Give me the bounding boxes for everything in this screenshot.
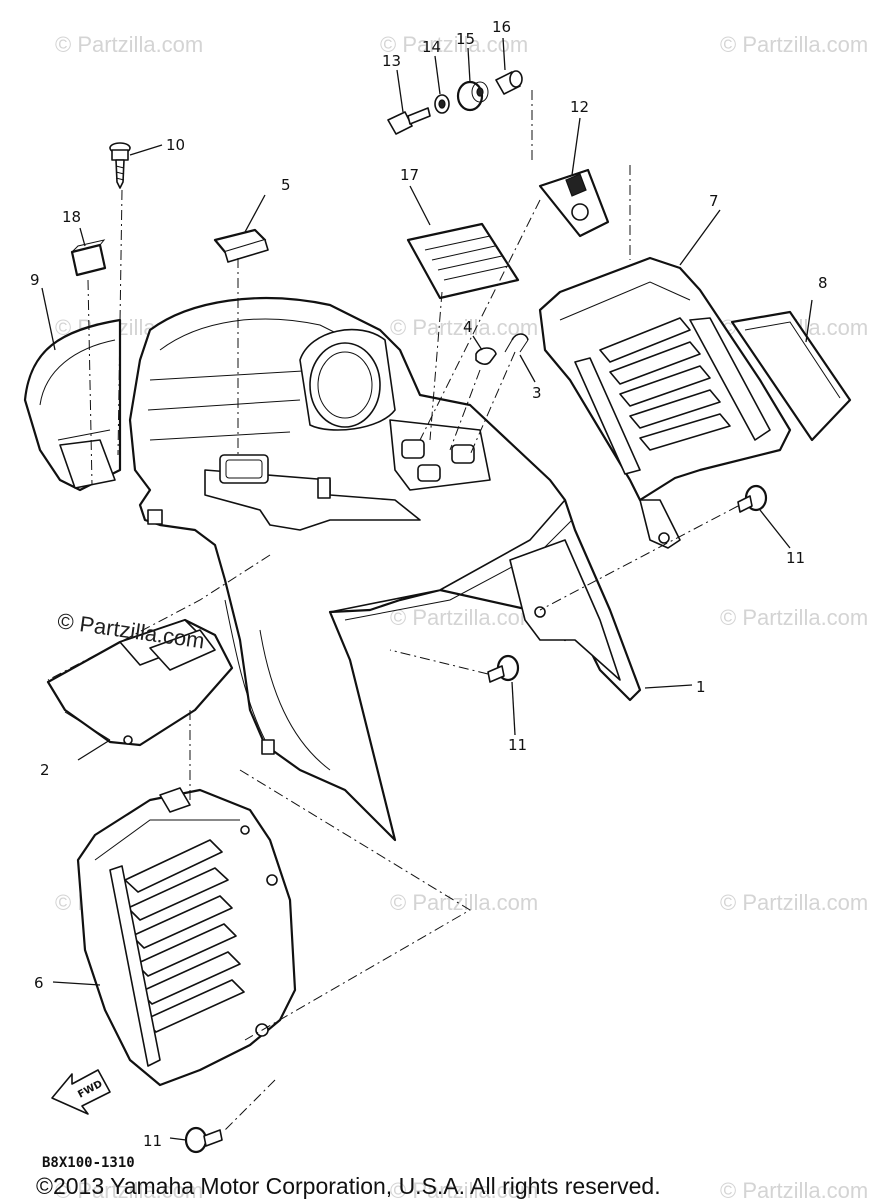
bolt-part-11-right bbox=[737, 484, 768, 513]
callout-labels: 1 2 3 4 5 6 7 8 9 10 11 11 11 12 13 14 1… bbox=[30, 18, 828, 1150]
watermark: © Partzilla.com bbox=[55, 32, 203, 57]
fwd-arrow-icon: FWD bbox=[51, 1069, 111, 1115]
leader-lines bbox=[41, 37, 813, 1141]
grommet-part-15 bbox=[456, 80, 489, 112]
cover-part-2 bbox=[46, 618, 234, 747]
watermark: © Partzilla.com bbox=[720, 890, 868, 915]
assembly-lines bbox=[47, 90, 739, 1131]
watermark: © Partzilla.com bbox=[390, 315, 538, 340]
callout-15: 15 bbox=[456, 30, 475, 48]
bolt-part-11-bottom bbox=[184, 1126, 223, 1154]
copyright-notice: ©2013 Yamaha Motor Corporation, U.S.A. A… bbox=[36, 1173, 661, 1199]
watermark: © Partzilla.com bbox=[390, 890, 538, 915]
callout-9: 9 bbox=[30, 271, 40, 289]
callout-10: 10 bbox=[166, 136, 185, 154]
watermark: © Partzilla.com bbox=[390, 605, 538, 630]
watermark: © Partzilla.com bbox=[720, 32, 868, 57]
callout-6: 6 bbox=[34, 974, 44, 992]
callout-12: 12 bbox=[570, 98, 589, 116]
collar-part-16 bbox=[495, 70, 523, 95]
grille-panel-part-6 bbox=[76, 787, 297, 1087]
callout-1: 1 bbox=[696, 678, 706, 696]
cover-part-5 bbox=[213, 228, 269, 263]
clip-part-4 bbox=[475, 347, 497, 365]
pad-part-8 bbox=[730, 310, 852, 442]
bracket-part-12 bbox=[538, 168, 610, 238]
callout-16: 16 bbox=[492, 18, 511, 36]
watermark: © Partzilla.com bbox=[720, 1178, 868, 1200]
callout-17: 17 bbox=[400, 166, 419, 184]
label-plate-part-17 bbox=[406, 222, 520, 300]
diagram-code: B8X100-1310 bbox=[42, 1155, 135, 1171]
callout-7: 7 bbox=[709, 192, 719, 210]
callout-14: 14 bbox=[422, 38, 441, 56]
side-panel-part-9 bbox=[23, 318, 122, 492]
callout-2: 2 bbox=[40, 761, 50, 779]
callout-18: 18 bbox=[62, 208, 81, 226]
callout-4: 4 bbox=[463, 318, 473, 336]
watermark: © Partzilla.com bbox=[390, 1178, 538, 1200]
watermark: © Partzilla.com bbox=[720, 605, 868, 630]
callout-11-center: 11 bbox=[508, 736, 527, 754]
callout-13: 13 bbox=[382, 52, 401, 70]
front-fender-part-1 bbox=[128, 297, 642, 842]
callout-11-right: 11 bbox=[786, 549, 805, 567]
callout-5: 5 bbox=[281, 176, 291, 194]
screw-part-10 bbox=[109, 142, 131, 189]
rod-part-3 bbox=[504, 333, 529, 353]
callout-8: 8 bbox=[818, 274, 828, 292]
watermark: © Partzilla.com bbox=[55, 1178, 203, 1200]
bolt-part-11-center bbox=[487, 654, 520, 683]
bolt-part-13 bbox=[387, 107, 431, 135]
grille-panel-part-7 bbox=[538, 256, 792, 549]
callout-3: 3 bbox=[532, 384, 542, 402]
cushion-part-18 bbox=[70, 239, 107, 277]
callout-11-bottom: 11 bbox=[143, 1132, 162, 1150]
washer-part-14 bbox=[434, 94, 450, 114]
